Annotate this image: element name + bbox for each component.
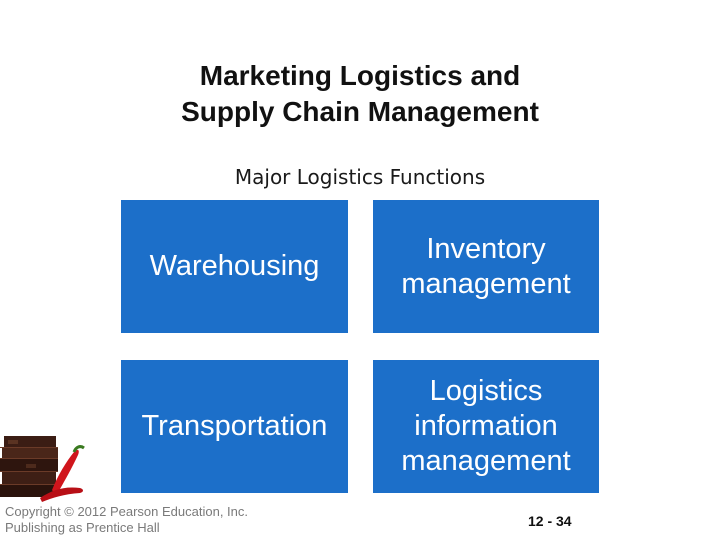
chocolate-stack — [0, 436, 58, 497]
slide-title: Marketing Logistics and Supply Chain Man… — [181, 60, 539, 127]
page-number: 12 - 34 — [528, 513, 572, 529]
copyright-notice: Copyright © 2012 Pearson Education, Inc.… — [5, 504, 249, 535]
function-box-logistics-information-management: Logistics information management — [373, 360, 599, 493]
function-box-warehousing: Warehousing — [121, 200, 348, 333]
chili-pepper-icon — [40, 445, 85, 502]
function-box-transportation: Transportation — [121, 360, 348, 493]
slide-subtitle: Major Logistics Functions — [234, 165, 486, 189]
chocolate-and-chili-image — [0, 436, 85, 502]
function-box-inventory-management: Inventory management — [373, 200, 599, 333]
